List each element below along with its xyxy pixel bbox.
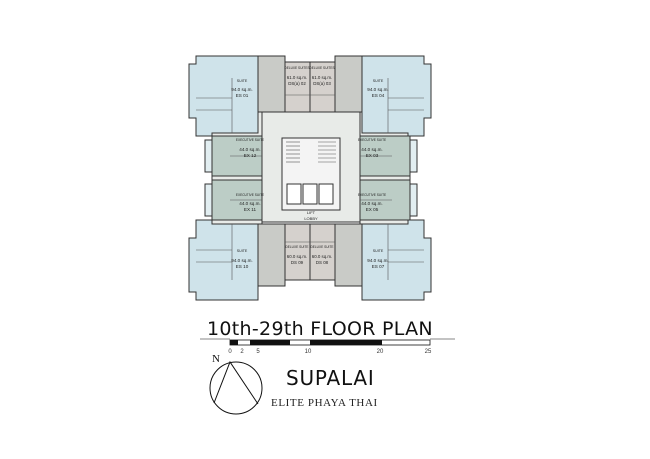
building-outline — [188, 55, 432, 301]
svg-text:EX 05: EX 05 — [366, 207, 379, 212]
svg-text:SUITE: SUITE — [237, 249, 248, 253]
svg-text:SUITE: SUITE — [373, 249, 384, 253]
svg-text:44.0 sq.m.: 44.0 sq.m. — [361, 147, 382, 152]
svg-text:94.0 sq.m.: 94.0 sq.m. — [367, 87, 388, 92]
svg-text:DELUXE SUITES: DELUXE SUITES — [284, 66, 309, 70]
floor-plan-title: 10th-29th FLOOR PLAN — [207, 318, 433, 340]
interior-partitions — [196, 78, 424, 280]
svg-text:ES 04: ES 04 — [372, 93, 385, 98]
svg-text:94.0 sq.m.: 94.0 sq.m. — [231, 258, 252, 263]
svg-text:60.0 sq.m.: 60.0 sq.m. — [312, 254, 333, 259]
scale-label-10: 10 — [304, 349, 312, 355]
svg-text:44.0 sq.m.: 44.0 sq.m. — [239, 201, 260, 206]
scale-label-5: 5 — [256, 349, 260, 355]
room-ds03: DELUXE SUITES 61.0 sq.m. DS(a) 03 — [309, 66, 334, 86]
room-ds08: DELUXE SUITE 60.0 sq.m. DS 08 — [310, 245, 333, 265]
scale-label-20: 20 — [376, 349, 384, 355]
svg-text:DS 09: DS 09 — [291, 260, 304, 265]
svg-text:DS(a) 02: DS(a) 02 — [288, 81, 306, 86]
svg-text:ES 07: ES 07 — [372, 264, 385, 269]
room-ds02: DELUXE SUITES 61.0 sq.m. DS(a) 02 — [284, 66, 309, 86]
svg-text:DELUXE SUITE: DELUXE SUITE — [310, 245, 333, 249]
project-name: ELITE PHAYA THAI — [271, 397, 378, 409]
svg-text:44.0 sq.m.: 44.0 sq.m. — [361, 201, 382, 206]
scale-label-2: 2 — [240, 349, 244, 355]
room-es10: SUITE 94.0 sq.m. ES 10 — [231, 249, 252, 269]
lift-lobby-label: LIFT LOBBY — [304, 210, 318, 221]
room-es04: SUITE 94.0 sq.m. ES 04 — [367, 79, 388, 98]
svg-text:LIFT: LIFT — [307, 210, 316, 215]
svg-text:61.0 sq.m.: 61.0 sq.m. — [287, 75, 308, 80]
svg-text:SUITE: SUITE — [373, 79, 384, 83]
svg-text:LOBBY: LOBBY — [304, 216, 318, 221]
svg-text:DELUXE SUITE: DELUXE SUITE — [285, 245, 308, 249]
svg-text:DELUXE SUITES: DELUXE SUITES — [309, 66, 334, 70]
north-label: N — [212, 353, 220, 365]
svg-text:SUITE: SUITE — [237, 79, 248, 83]
room-es07: SUITE 94.0 sq.m. ES 07 — [367, 249, 388, 269]
room-ex12: EXECUTIVE SUITE 44.0 sq.m. EX 12 — [236, 138, 264, 158]
scale-label-25: 25 — [424, 349, 432, 355]
svg-text:DS 08: DS 08 — [316, 260, 329, 265]
room-ex05: EXECUTIVE SUITE 44.0 sq.m. EX 05 — [358, 193, 386, 212]
svg-text:DS(a) 03: DS(a) 03 — [313, 81, 331, 86]
svg-text:EXECUTIVE SUITE: EXECUTIVE SUITE — [236, 193, 264, 197]
svg-text:EXECUTIVE SUITE: EXECUTIVE SUITE — [358, 138, 386, 142]
room-es01: SUITE 94.0 sq.m. ES 01 — [231, 79, 252, 98]
svg-text:44.0 sq.m.: 44.0 sq.m. — [239, 147, 260, 152]
svg-text:94.0 sq.m.: 94.0 sq.m. — [231, 87, 252, 92]
brand-name: SUPALAI — [286, 366, 375, 390]
svg-text:EX 12: EX 12 — [244, 153, 257, 158]
room-ds09: DELUXE SUITE 60.0 sq.m. DS 09 — [285, 245, 308, 265]
room-ex03: EXECUTIVE SUITE 44.0 sq.m. EX 03 — [358, 138, 386, 158]
scale-label-0: 0 — [228, 349, 232, 355]
svg-text:EXECUTIVE SUITE: EXECUTIVE SUITE — [358, 193, 386, 197]
north-arrow-icon — [209, 360, 263, 415]
room-ex11: EXECUTIVE SUITE 44.0 sq.m. EX 11 — [236, 193, 264, 212]
svg-text:EX 11: EX 11 — [244, 207, 257, 212]
svg-text:61.0 sq.m.: 61.0 sq.m. — [312, 75, 333, 80]
svg-text:EXECUTIVE SUITE: EXECUTIVE SUITE — [236, 138, 264, 142]
svg-text:ES 01: ES 01 — [236, 93, 249, 98]
svg-text:ES 10: ES 10 — [236, 264, 249, 269]
svg-text:EX 03: EX 03 — [366, 153, 379, 158]
scale-bar — [200, 338, 455, 346]
svg-text:94.0 sq.m.: 94.0 sq.m. — [367, 258, 388, 263]
svg-text:60.0 sq.m.: 60.0 sq.m. — [287, 254, 308, 259]
